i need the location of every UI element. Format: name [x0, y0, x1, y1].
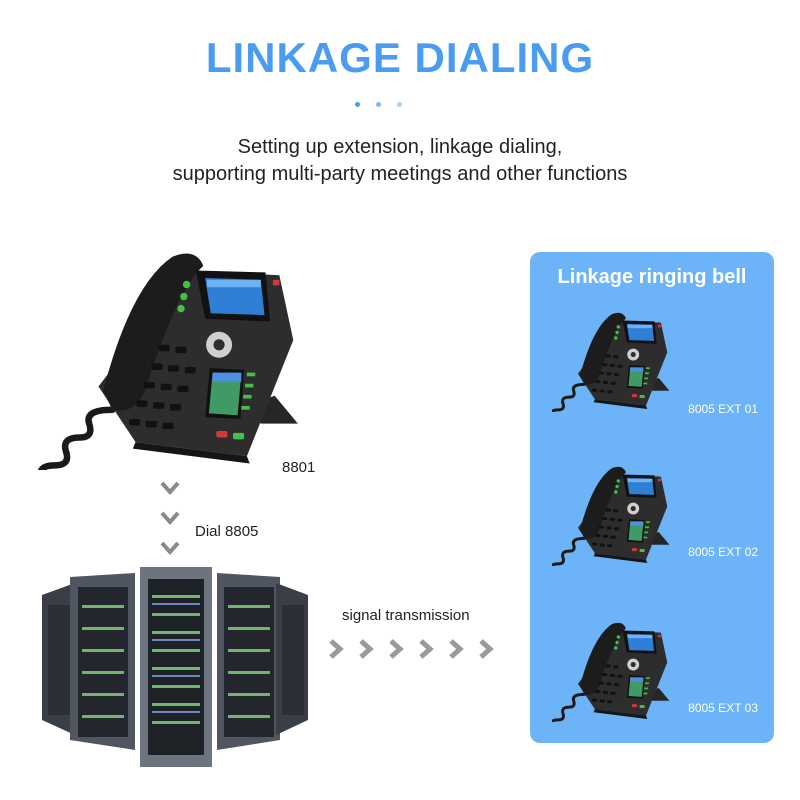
server-rack-5: [276, 583, 308, 735]
chevron-down-icon: [160, 541, 180, 556]
chevron-right-icon: [419, 639, 434, 659]
title-dots: [355, 102, 405, 108]
receiver-phone-2: [552, 466, 674, 566]
chevron-right-icon: [329, 639, 344, 659]
page-subtitle: Setting up extension, linkage dialing, s…: [0, 134, 800, 188]
caller-extension: 8801: [282, 459, 316, 476]
server-rack-2: [70, 573, 135, 750]
receiver-phone-1: [552, 312, 674, 412]
panel-title: Linkage ringing bell: [557, 266, 747, 288]
receiver-phone-3: [552, 622, 674, 722]
chevron-right-icon: [359, 639, 374, 659]
receiver-ext-1: 8005 EXT 01: [688, 402, 758, 416]
chevron-right-icon: [479, 639, 494, 659]
signal-arrows: [329, 639, 494, 659]
dot-2: [376, 102, 381, 107]
receivers-panel: Linkage ringing bell 8005 EXT 01 8005 EX…: [530, 252, 774, 743]
dot-1: [355, 102, 360, 107]
caller-phone: [35, 252, 315, 470]
chevron-right-icon: [449, 639, 464, 659]
server-rack-1: [42, 583, 75, 735]
dial-label: Dial 8805: [195, 523, 259, 540]
subtitle-line-2: supporting multi-party meetings and othe…: [172, 163, 628, 185]
chevron-right-icon: [389, 639, 404, 659]
receiver-ext-2: 8005 EXT 02: [688, 545, 758, 559]
server-rack-4: [217, 573, 280, 750]
subtitle-line-1: Setting up extension, linkage dialing,: [237, 136, 563, 158]
chevron-down-icon: [160, 511, 180, 526]
page-title: LINKAGE DIALING: [205, 34, 595, 81]
chevron-down-icon: [160, 481, 180, 496]
dot-3: [397, 102, 402, 107]
server-racks: [40, 565, 310, 775]
transmission-label: signal transmission: [342, 607, 470, 624]
receiver-ext-3: 8005 EXT 03: [688, 701, 758, 715]
